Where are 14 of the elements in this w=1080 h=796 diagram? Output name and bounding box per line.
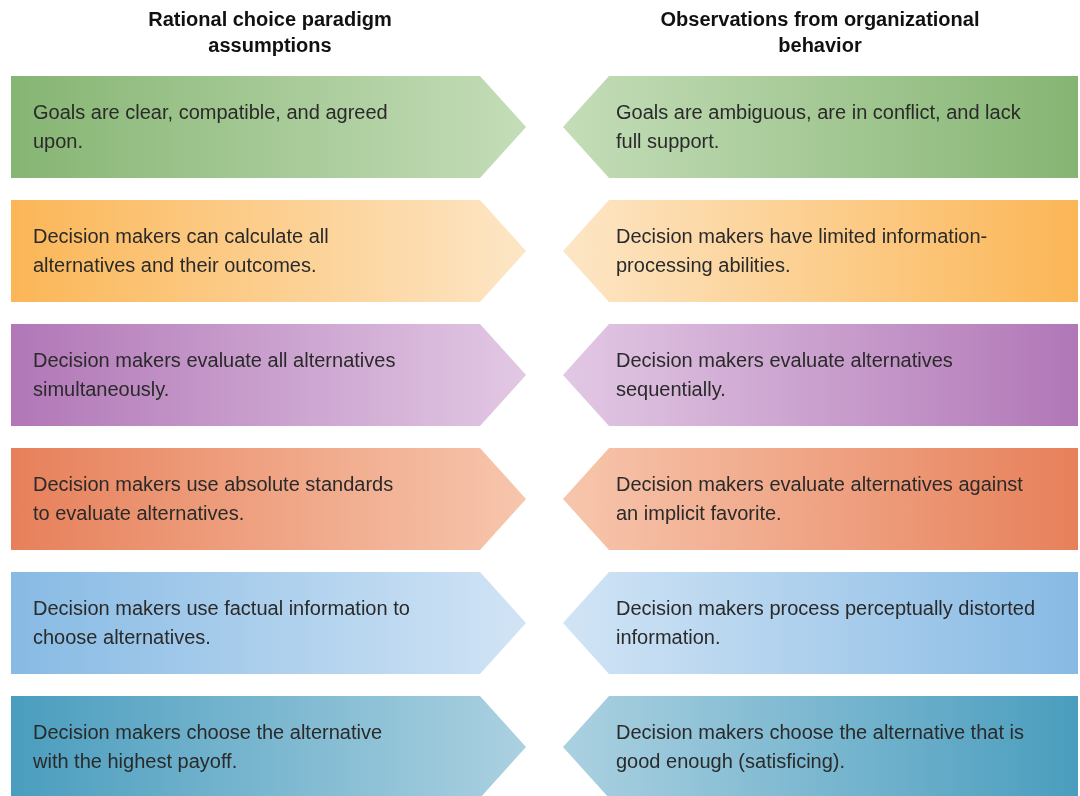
statement-text: Decision makers use absolute standards to evaluate alternatives. xyxy=(33,472,395,526)
statement-text: Decision makers evaluate all alternatives simultaneously. xyxy=(33,348,397,402)
statement-text: Decision makers choose the alternative that is good enough (satisficing). xyxy=(616,720,1025,774)
statement-text: Decision makers choose the alternative with the highest payoff. xyxy=(33,720,384,774)
statement-text: Decision makers process perceptually distorted information. xyxy=(616,596,1036,650)
statement-text: Decision makers evaluate alternatives sequentially. xyxy=(616,348,954,402)
column-heading: Rational choice paradigm assumptions xyxy=(147,7,393,58)
statement-text: Goals are ambiguous, are in conflict, and lack full support. xyxy=(616,100,1022,154)
statement-text: Goals are clear, compatible, and agreed upon. xyxy=(33,100,389,154)
statement-text: Decision makers can calculate all alternatives and their outcomes. xyxy=(33,224,330,278)
statement-text: Decision makers have limited information-processing abilities. xyxy=(616,224,989,278)
column-heading: Observations from organizational behavior xyxy=(660,7,980,58)
statement-text: Decision makers use factual information to choose alternatives. xyxy=(33,596,411,650)
statement-text: Decision makers evaluate alternatives against an implicit favorite. xyxy=(616,472,1024,526)
